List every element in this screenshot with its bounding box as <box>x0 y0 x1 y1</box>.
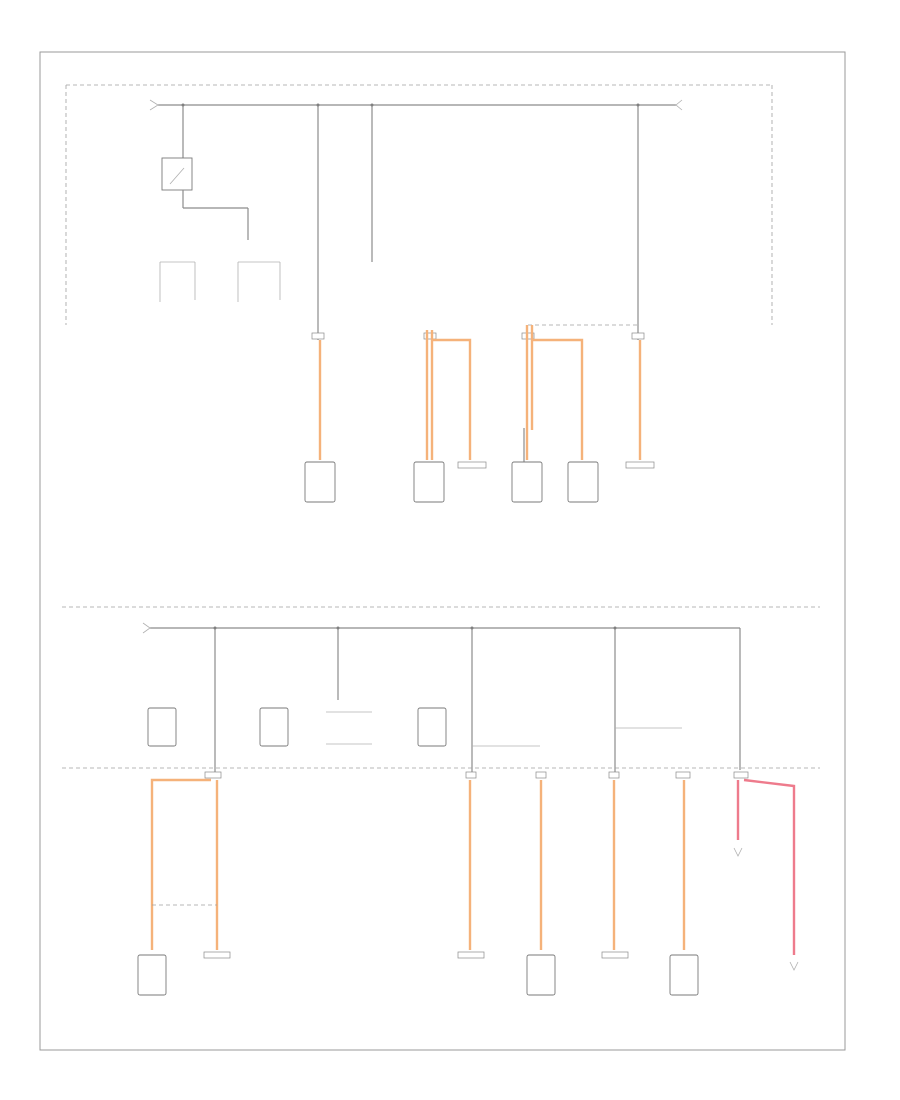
bus-node-2 <box>370 103 374 107</box>
bus-node-3 <box>636 103 640 107</box>
bottom-connector-3 <box>535 771 547 779</box>
bottom-section <box>142 622 741 775</box>
load-component-5 <box>567 461 599 503</box>
bottom-load-connector-2 <box>203 951 231 959</box>
bottom-node-3 <box>470 626 474 630</box>
load-component-4 <box>511 461 543 503</box>
bottom-connector-1 <box>204 771 222 779</box>
diagram-frame <box>39 51 846 1051</box>
bottom-connector-6 <box>733 771 749 779</box>
red-wire-2 <box>743 778 796 955</box>
bottom-orange-wire-1 <box>150 778 211 950</box>
bottom-component-d <box>417 707 447 747</box>
bottom-node-2 <box>336 626 340 630</box>
top-bus-right-terminal <box>675 99 683 111</box>
load-component-1 <box>304 461 336 503</box>
ground-arrow-2 <box>789 961 799 971</box>
bottom-node-1 <box>213 626 217 630</box>
bus-node-4 <box>181 103 185 107</box>
connector-c2 <box>423 332 437 340</box>
connector-c1 <box>311 332 325 340</box>
bus-node-1 <box>316 103 320 107</box>
load-connector-3 <box>457 461 487 469</box>
bottom-component-b <box>259 707 289 747</box>
orange-wire-5 <box>532 338 584 460</box>
bottom-load-6 <box>669 954 699 996</box>
relay-contact-switch <box>169 167 185 185</box>
bottom-load-connector-3 <box>457 951 485 959</box>
relay-contact-box <box>161 157 193 191</box>
bottom-connector-5 <box>675 771 691 779</box>
bottom-load-4 <box>526 954 556 996</box>
bottom-load-1 <box>137 954 167 996</box>
bottom-load-connector-5 <box>601 951 629 959</box>
bottom-component-a <box>147 707 177 747</box>
bottom-connector-4 <box>608 771 620 779</box>
bottom-connector-2 <box>465 771 477 779</box>
connector-c4 <box>631 332 645 340</box>
top-section <box>65 84 773 503</box>
ground-arrow-1 <box>733 847 743 857</box>
top-bus-left-terminal <box>149 99 159 111</box>
load-connector-6 <box>625 461 655 469</box>
bottom-bus-left-terminal <box>142 622 151 634</box>
bottom-loads <box>137 771 799 996</box>
bottom-node-4 <box>613 626 617 630</box>
load-component-2 <box>413 461 445 503</box>
orange-wire-3 <box>432 338 472 460</box>
